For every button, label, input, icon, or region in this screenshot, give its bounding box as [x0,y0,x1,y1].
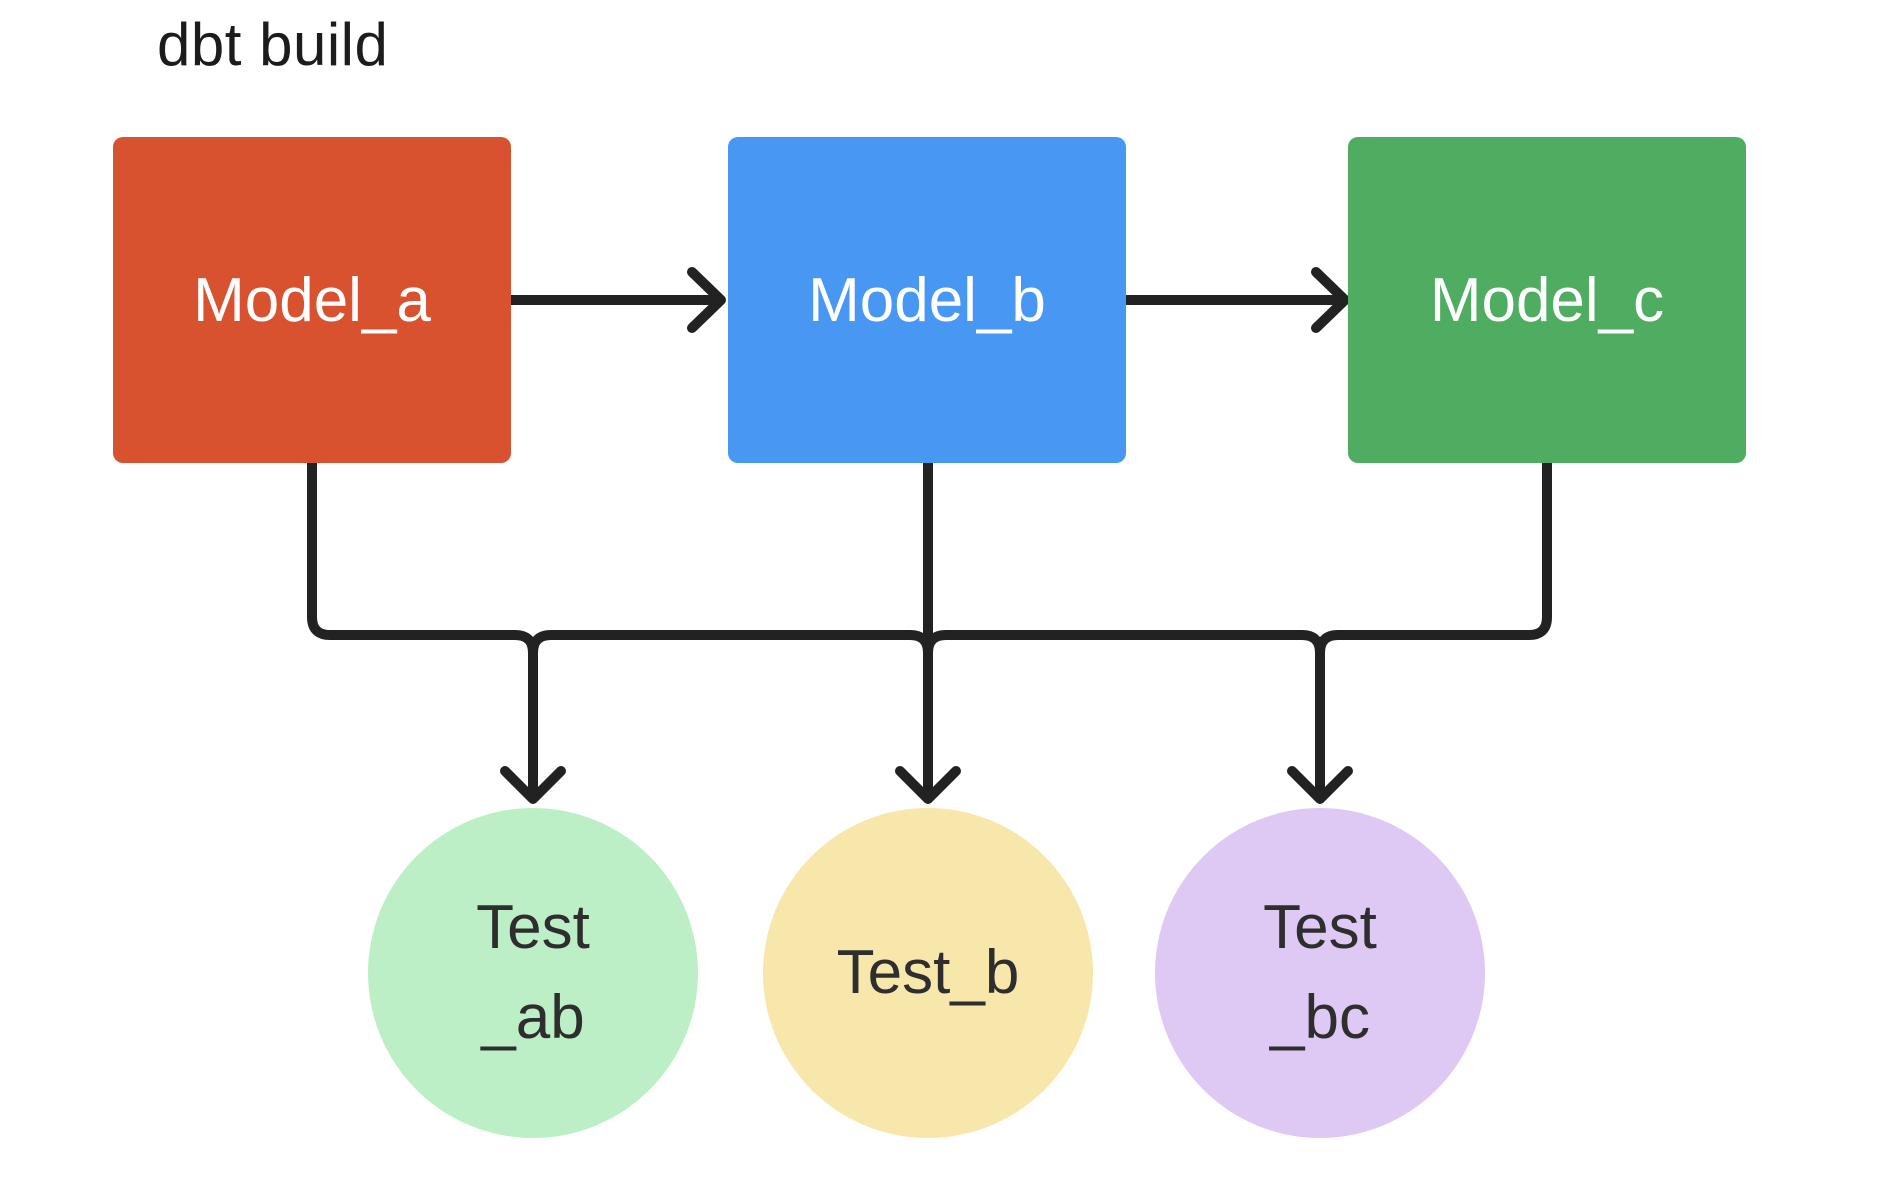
node-model-c-label: Model_c [1429,265,1665,335]
edge-model-b-to-test-ab [528,630,933,658]
node-test-b-label-line1: Test_b [836,938,1020,1007]
edge-model-b-to-test-b [895,458,961,804]
node-test-bc[interactable]: Test _bc [1155,808,1485,1138]
node-test-bc-label-line1: Test [1263,893,1377,962]
node-model-c[interactable]: Model_c [1348,137,1746,463]
node-test-b[interactable]: Test_b [763,808,1093,1138]
node-model-a-label: Model_a [193,265,431,335]
edge-model-b-to-model-c [1121,267,1350,333]
node-test-bc-label-line2: _bc [1270,983,1370,1052]
node-test-ab-label-line1: Test [476,893,590,962]
node-model-a[interactable]: Model_a [113,137,511,463]
node-model-b-label: Model_b [808,265,1046,335]
diagram-title: dbt build [157,11,389,78]
edge-model-a-to-test-ab [307,458,566,804]
node-test-ab-label-line2: _ab [481,983,585,1052]
edge-group [307,267,1552,804]
node-model-b[interactable]: Model_b [728,137,1126,463]
node-test-ab[interactable]: Test _ab [368,808,698,1138]
edge-model-a-to-model-b [506,267,726,333]
edge-model-c-to-test-bc [1287,458,1552,804]
edge-model-b-to-test-bc [923,630,1325,658]
